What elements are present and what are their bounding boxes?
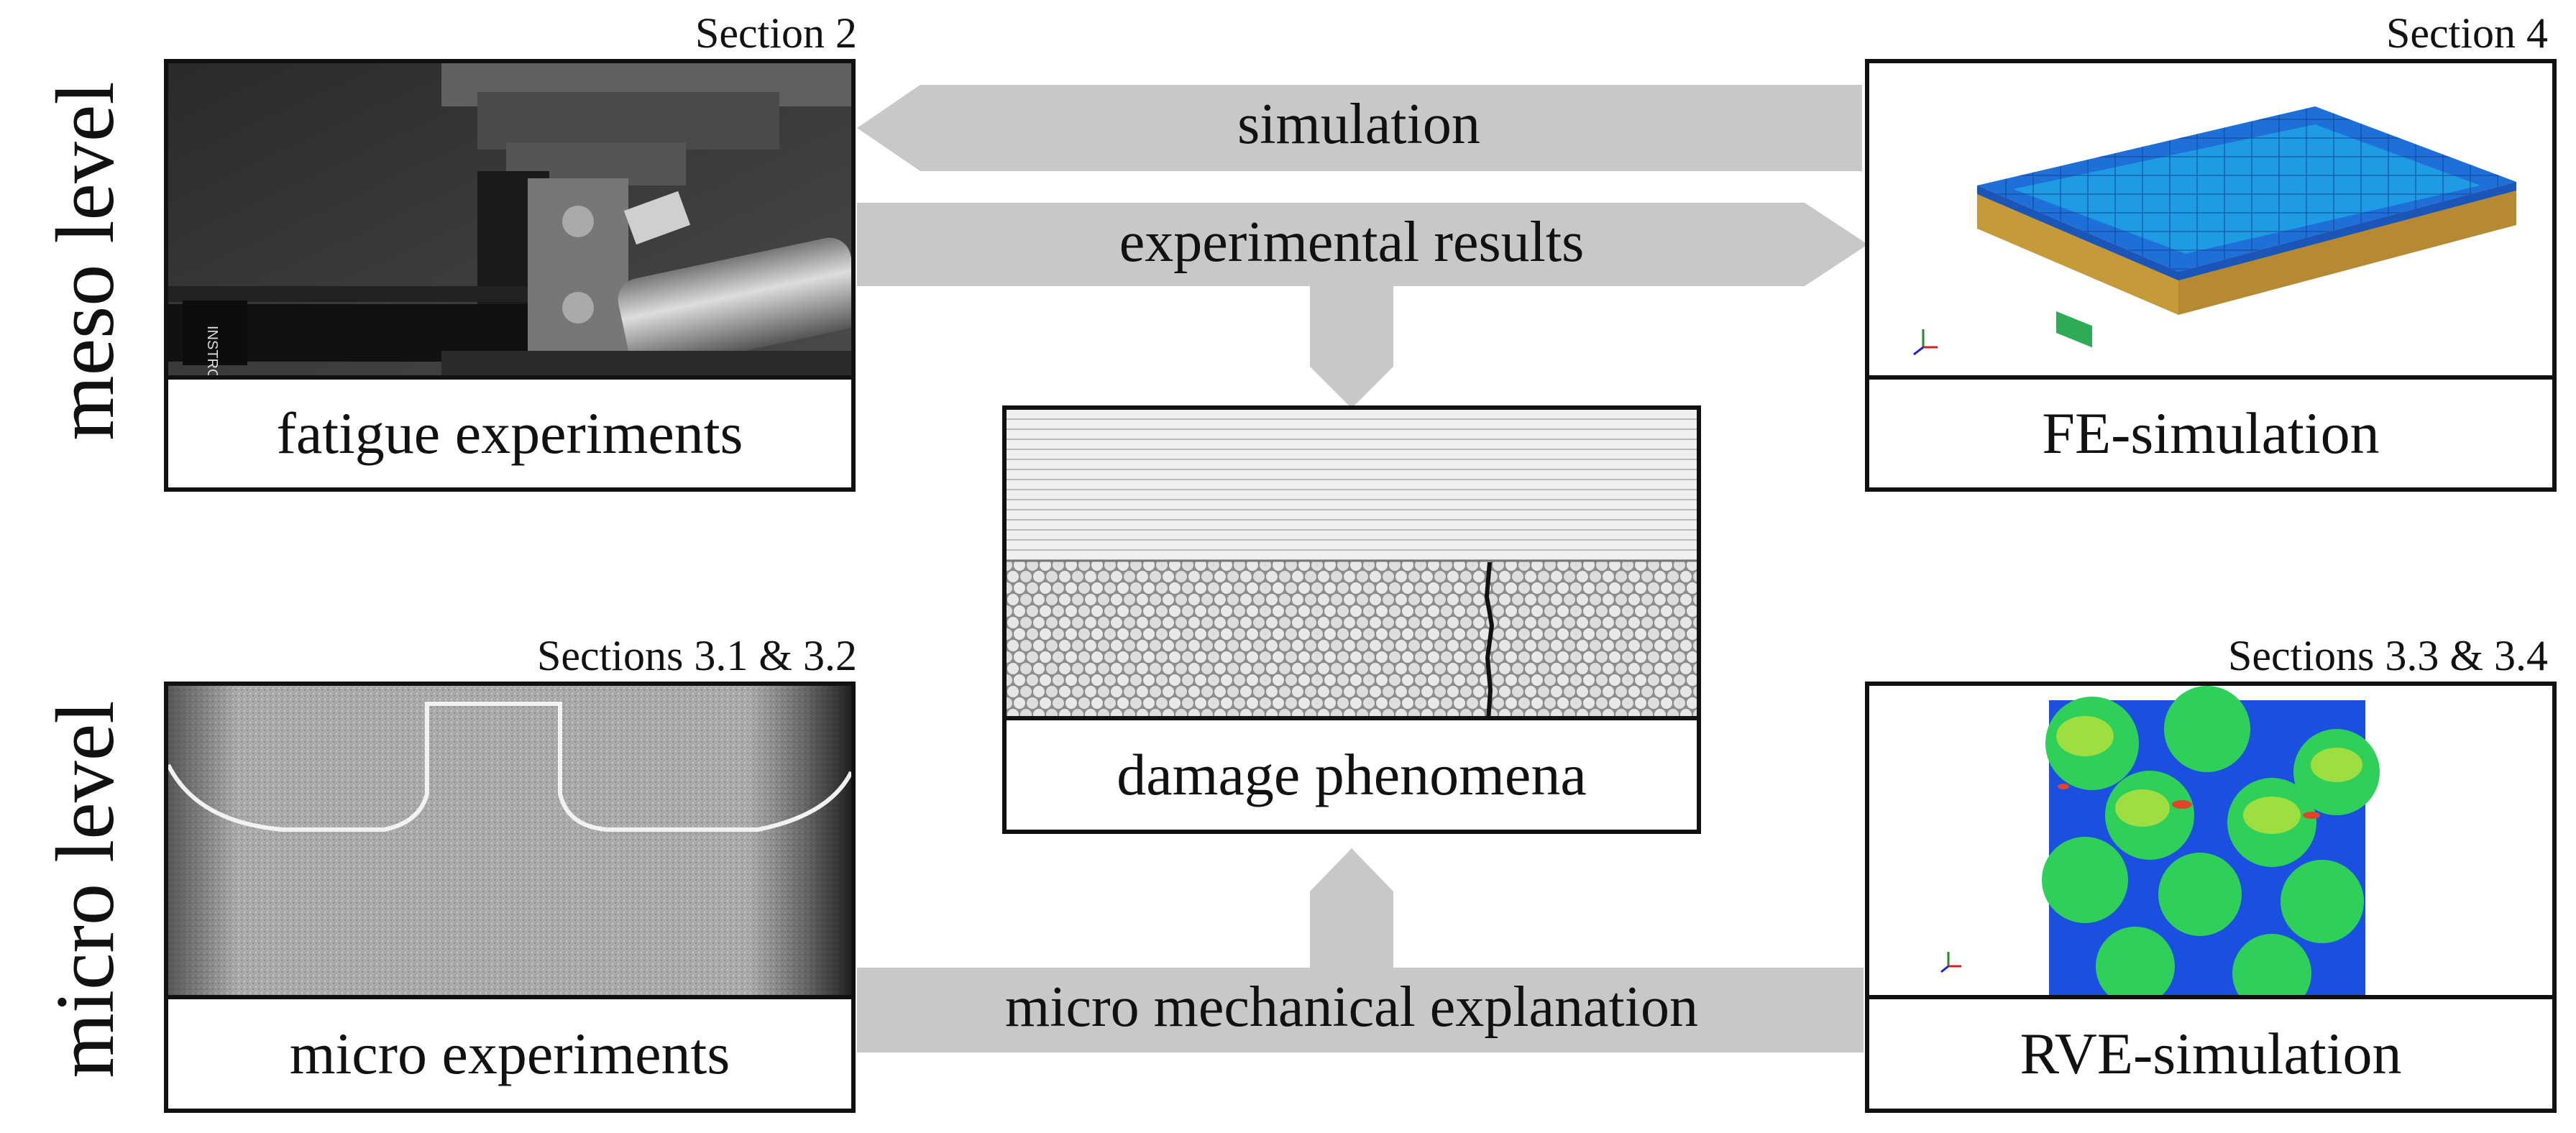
fatigue-photo: INSTRON — [168, 63, 851, 378]
panel-rve-simulation: RVE-simulation — [1865, 682, 2557, 1113]
fe-mesh-render — [1869, 63, 2552, 378]
caption-rve-simulation: RVE-simulation — [1869, 995, 2552, 1109]
meso-level-label: meso level — [40, 81, 132, 441]
damage-micrograph — [1007, 410, 1697, 720]
panel-damage-phenomena: damage phenomena — [1002, 405, 1701, 834]
panel-fe-simulation: FE-simulation — [1865, 59, 2557, 492]
label-experimental-results: experimental results — [1119, 211, 1585, 274]
label-simulation: simulation — [1237, 93, 1480, 156]
arrow-micro-mechanical — [857, 968, 1864, 1052]
section-label-fatigue: Section 2 — [695, 9, 857, 57]
panel-micro-experiments: micro experiments — [164, 682, 856, 1113]
micro-experiment-photo — [168, 686, 851, 999]
section-label-micro: Sections 3.1 & 3.2 — [537, 632, 857, 679]
caption-fe-simulation: FE-simulation — [1869, 375, 2552, 487]
arrow-simulation — [857, 85, 1862, 171]
section-label-rve: Sections 3.3 & 3.4 — [2228, 632, 2548, 679]
arrow-experimental-results — [857, 203, 1868, 286]
caption-micro-experiments: micro experiments — [168, 995, 851, 1109]
caption-fatigue-experiments: fatigue experiments — [168, 375, 851, 487]
caption-damage-phenomena: damage phenomena — [1007, 716, 1697, 830]
section-label-fe: Section 4 — [2386, 9, 2548, 57]
arrow-up-damage — [1310, 848, 1393, 968]
label-micro-mechanical: micro mechanical explanation — [1004, 976, 1699, 1039]
panel-fatigue-experiments: INSTRON fatigue experiments — [164, 59, 856, 492]
instron-logo-text: INSTRON — [204, 326, 220, 378]
micro-level-label: micro level — [40, 700, 132, 1078]
arrow-down-damage — [1310, 286, 1393, 408]
rve-contour-render — [1869, 686, 2552, 999]
